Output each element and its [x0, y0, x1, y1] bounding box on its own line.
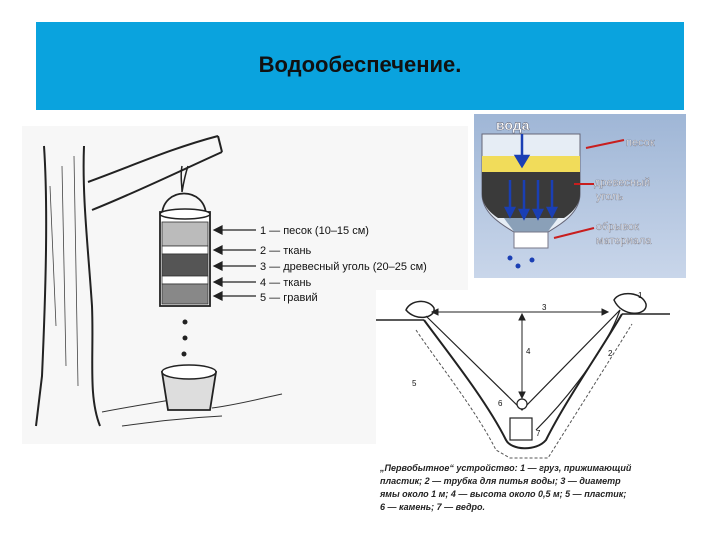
label-sand: песок [626, 137, 655, 149]
solar-still-illustration: 3 4 1 2 5 6 7 [376, 290, 670, 526]
num-5: 5 [412, 379, 417, 388]
filter-handle [161, 192, 207, 217]
label-cloth-2: материала [596, 235, 652, 247]
weight-rock-left [405, 300, 435, 319]
filter-label-4: 4 — ткань [260, 277, 312, 289]
layer-sand [161, 221, 209, 247]
caption-line-2: пластик; 2 — трубка для питья воды; 3 — … [380, 476, 621, 486]
solar-still-drawing: 3 4 1 2 5 6 7 [376, 291, 670, 459]
tree-branch [87, 135, 223, 211]
pit-bucket [509, 417, 533, 441]
num-2: 2 [608, 349, 613, 358]
sand-layer [482, 156, 580, 172]
label-charcoal-1: древесный [594, 177, 650, 189]
caption-line-4: 6 — камень; 7 — ведро. [380, 502, 486, 512]
tree-filter-illustration: 1 — песок (10–15 см) 2 — ткань 3 — древе… [22, 126, 468, 444]
plastic-sheet [425, 309, 621, 411]
filter-label-3: 3 — древесный уголь (20–25 см) [260, 261, 427, 273]
caption-line-3: ямы около 1 м; 4 — высота около 0,5 м; 5… [380, 489, 627, 499]
layer-cloth-2 [161, 275, 209, 285]
layer-charcoal [161, 253, 209, 277]
num-1: 1 [638, 291, 643, 300]
label-charcoal-2: уголь [596, 191, 624, 203]
weight-rock-right [613, 292, 647, 314]
filter-label-2: 2 — ткань [260, 245, 312, 257]
layer-gravel [161, 283, 209, 305]
num-6: 6 [498, 399, 503, 408]
water-flow-arrows [503, 134, 559, 221]
label-cloth-1: обрывок [596, 221, 639, 233]
slide-title: Водообеспечение. [258, 52, 462, 77]
layer-arrows [212, 225, 256, 301]
center-stone [516, 398, 528, 410]
caption-line-1: „Первобытное“ устройство: 1 — груз, приж… [380, 463, 632, 473]
drinking-tube [535, 309, 621, 431]
num-4: 4 [526, 347, 531, 356]
title-banner: Водообеспечение. [36, 22, 684, 110]
tree-trunk [35, 145, 101, 427]
label-water: вода [496, 117, 530, 133]
num-7: 7 [536, 429, 541, 438]
cloth-plug [513, 231, 549, 249]
layer-cloth-1 [161, 245, 209, 255]
tree-filter-drawing: 1 — песок (10–15 см) 2 — ткань 3 — древе… [35, 135, 427, 427]
num-3: 3 [542, 303, 547, 312]
charcoal-layer [482, 172, 580, 218]
filter-label-1: 1 — песок (10–15 см) [260, 225, 369, 237]
pointer-lines [553, 139, 625, 239]
pit-caption: „Первобытное“ устройство: 1 — груз, приж… [380, 462, 680, 514]
bottle-filter-drawing: вода песок древесный уголь обрывок матер… [474, 114, 686, 278]
bottle-filter-illustration: вода песок древесный уголь обрывок матер… [474, 114, 686, 278]
filter-label-5: 5 — гравий [260, 292, 318, 304]
